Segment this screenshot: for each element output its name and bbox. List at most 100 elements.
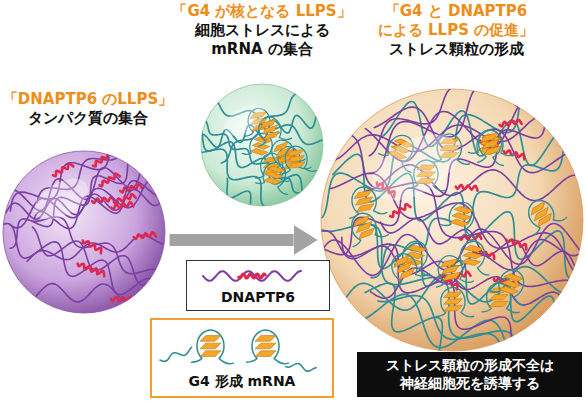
helix-segment — [83, 241, 101, 254]
sphere-content — [310, 16, 587, 401]
g4-strand — [490, 264, 536, 306]
g4-strand — [191, 330, 233, 364]
helix-segment — [111, 297, 133, 302]
legend-box: DNAPTP6 — [186, 260, 330, 311]
g4-strand — [247, 330, 289, 364]
sphere-content — [1, 100, 211, 310]
g4-icon — [468, 125, 513, 166]
g4-icon — [431, 252, 473, 288]
g4-strand — [343, 207, 389, 248]
strand — [191, 96, 322, 144]
g4-plane — [287, 150, 304, 157]
strand — [286, 364, 316, 372]
g4-plane — [443, 292, 462, 298]
g4-icon — [383, 246, 429, 288]
g4-icon — [440, 197, 485, 238]
note-box: ストレス顆粒の形成不全は 神経細胞死を誘導する — [357, 352, 582, 397]
strand — [33, 227, 200, 300]
subheading-label: 細胞ストレスによる mRNA の集合 — [190, 21, 335, 59]
g4-plane — [489, 295, 508, 300]
strand — [381, 218, 587, 287]
llps-sphere: 「DNAPTP6 のLLPS」タンパク質の集合 — [2, 150, 166, 314]
g4-icon — [471, 125, 515, 163]
strand — [326, 258, 587, 318]
g4-strand — [468, 125, 513, 166]
sphere-outline — [200, 83, 324, 207]
g4-plane — [200, 336, 221, 342]
sphere-outline — [2, 150, 166, 314]
g4-strand — [264, 134, 305, 172]
g4-plane — [461, 257, 480, 266]
g4-plane — [464, 244, 483, 253]
g4-plane — [443, 299, 462, 305]
sphere-highlight — [219, 98, 270, 142]
g4-strand — [519, 192, 566, 237]
text-group: 「DNAPTP6 のLLPS」タンパク質の集合 — [2, 90, 174, 128]
g4-plane — [255, 343, 276, 349]
strand — [354, 294, 587, 399]
strand — [160, 347, 192, 361]
strand — [314, 231, 587, 321]
g4-icon — [191, 330, 233, 364]
sphere-body — [3, 151, 165, 313]
g4-icon — [247, 330, 289, 364]
g4-plane — [287, 156, 304, 163]
g4-plane — [535, 213, 554, 227]
strand — [194, 125, 309, 200]
box-label: G4 形成 mRNA — [152, 373, 332, 391]
llps-sphere: 「G4 が核となる LLPS」細胞ストレスによる mRNA の集合 — [200, 83, 324, 207]
g4-strand — [279, 144, 316, 175]
g4-strand — [440, 197, 485, 238]
g4-plane — [442, 272, 461, 280]
g4-icon — [452, 238, 495, 276]
helix-segment — [134, 232, 156, 239]
g4-plane — [255, 336, 276, 342]
legend-box: G4 形成 mRNA — [150, 318, 334, 398]
helix-segment — [93, 153, 113, 166]
g4-strand — [255, 158, 296, 195]
g4-plane — [489, 301, 508, 306]
text-group: DNAPTP6 — [187, 289, 329, 307]
g4-plane — [450, 217, 469, 228]
strand — [323, 224, 587, 276]
g4-icon — [490, 264, 536, 306]
g4-icon — [279, 144, 316, 175]
helix-segment — [516, 95, 537, 106]
g4-plane — [356, 204, 375, 212]
g4-icon — [264, 134, 305, 172]
strand — [371, 225, 587, 298]
box-label: DNAPTP6 — [187, 289, 329, 307]
strand — [310, 101, 561, 255]
g4-icon — [255, 158, 296, 195]
g4-plane — [200, 343, 221, 349]
helix-segment — [78, 264, 98, 274]
strand — [203, 271, 301, 281]
g4-strand — [436, 287, 474, 318]
text-group: 「G4 と DNAPTP6 による LLPS の促進」ストレス顆粒の形成 — [370, 2, 542, 60]
helix-segment — [500, 120, 522, 127]
heading-label: 「DNAPTP6 のLLPS」 — [2, 90, 174, 109]
strand — [26, 284, 206, 303]
strand — [1, 224, 162, 310]
strand — [33, 217, 197, 300]
g4-icon — [436, 287, 474, 318]
g4-plane — [483, 146, 502, 155]
g4-plane — [463, 251, 482, 260]
sphere-highlight — [361, 121, 470, 214]
helix-segment — [238, 274, 266, 278]
subheading-label: タンパク質の集合 — [2, 109, 174, 128]
text-group: 「G4 が核となる LLPS」細胞ストレスによる mRNA の集合 — [167, 2, 357, 60]
subheading-label: ストレス顆粒の形成 — [370, 40, 542, 59]
heading-label: 「G4 と DNAPTP6 による LLPS の促進」 — [370, 2, 542, 40]
helix-segment — [53, 164, 73, 177]
strand — [27, 228, 205, 262]
sphere-highlight — [27, 170, 95, 228]
helix-segment — [456, 185, 478, 191]
g4-strand — [383, 246, 429, 288]
flow-arrow — [170, 234, 294, 246]
g4-plane — [255, 351, 276, 357]
g4-plane — [357, 228, 376, 239]
helix-segment — [390, 204, 410, 217]
note-text: ストレス顆粒の形成不全は 神経細胞死を誘導する — [365, 357, 574, 393]
helix-segment — [526, 50, 547, 62]
